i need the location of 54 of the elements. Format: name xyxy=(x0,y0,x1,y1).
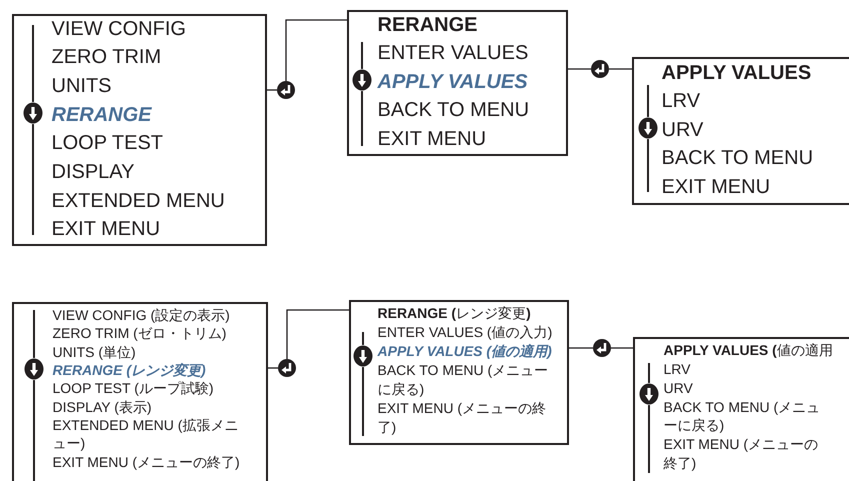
connector-line xyxy=(285,19,347,81)
selected-menu-item: RERANGE xyxy=(52,102,152,128)
menu-item: VIEW CONFIG (設定の表示) xyxy=(52,306,230,324)
menu-item: URV xyxy=(664,378,693,398)
menu-item: BACK TO MENU (メニューに戻る) xyxy=(664,398,822,436)
menu-box xyxy=(633,337,849,481)
menu-item: UNITS xyxy=(52,74,112,99)
menu-item: BACK TO MENU xyxy=(378,98,530,123)
menu-item: EXIT MENU (メニューの終了) xyxy=(664,435,820,473)
menu-item: DISPLAY (表示) xyxy=(52,398,152,416)
menu-item: ZERO TRIM xyxy=(52,45,162,70)
menu-title: APPLY VALUES (値の適用 xyxy=(664,341,833,360)
menu-item: LRV xyxy=(662,89,700,114)
connector-line xyxy=(267,89,277,91)
menu-item: EXIT MENU xyxy=(662,174,770,200)
menu-box xyxy=(347,10,568,156)
menu-item: LOOP TEST xyxy=(52,131,164,156)
menu-item: EXIT MENU (メニューの終了) xyxy=(52,452,240,471)
selected-menu-item: APPLY VALUES xyxy=(378,70,528,94)
menu-title: RERANGE (レンジ変更) xyxy=(378,304,531,324)
menu-item: URV xyxy=(662,118,704,142)
menu-item: ENTER VALUES (値の入力) xyxy=(378,323,552,342)
menu-item: VIEW CONFIG xyxy=(52,16,186,42)
menu-item: EXTENDED MENU (拡張メニュー) xyxy=(52,416,240,452)
menu-item: DISPLAY xyxy=(52,160,134,185)
menu-item: EXTENDED MENU xyxy=(52,188,225,214)
connector-line xyxy=(286,309,349,359)
menu-item: EXIT MENU (メニューの終了) xyxy=(378,399,548,438)
menu-item: LRV xyxy=(664,360,690,379)
menu-item: EXIT MENU xyxy=(52,217,160,242)
menu-box xyxy=(12,14,267,246)
menu-item: LOOP TEST (ループ試験) xyxy=(52,379,214,398)
selected-menu-item: RERANGE (レンジ変更) xyxy=(52,361,206,380)
menu-box xyxy=(12,302,268,481)
menu-item: ENTER VALUES xyxy=(378,41,528,66)
menu-title: APPLY VALUES xyxy=(662,60,812,86)
menu-box xyxy=(349,300,569,445)
enter-icon xyxy=(277,81,295,99)
menu-item: UNITS (単位) xyxy=(52,342,136,361)
menu-box xyxy=(632,57,849,205)
connector-line xyxy=(268,367,278,369)
menu-item: ZERO TRIM (ゼロ・トリム) xyxy=(52,324,226,343)
menu-item: BACK TO MENU (メニューに戻る) xyxy=(378,361,548,400)
enter-icon xyxy=(591,60,609,78)
connector-line xyxy=(569,347,593,349)
enter-icon xyxy=(593,339,611,357)
menu-title: RERANGE xyxy=(378,12,478,38)
connector-line xyxy=(611,347,633,349)
connector-line xyxy=(609,68,632,70)
menu-item: EXIT MENU xyxy=(378,126,486,152)
connector-line xyxy=(568,68,591,70)
selected-menu-item: APPLY VALUES (値の適用) xyxy=(378,342,552,362)
menu-item: BACK TO MENU xyxy=(662,146,814,171)
enter-icon xyxy=(278,359,296,377)
